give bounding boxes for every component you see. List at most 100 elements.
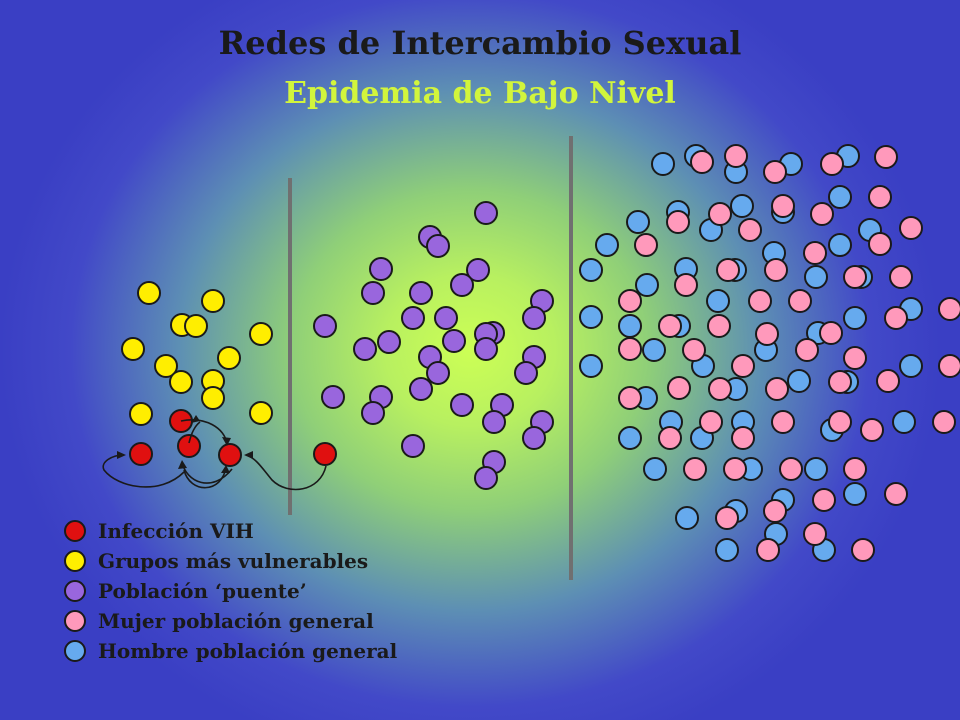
woman-dot [763,160,787,184]
bridge-population-dot [361,401,385,425]
bridge-population-dot [369,257,393,281]
woman-dot [763,499,787,523]
slide-title: Redes de Intercambio Sexual [218,24,742,62]
legend: Infección VIH Grupos más vulnerables Pob… [64,516,397,666]
woman-dot [756,538,780,562]
legend-label: Infección VIH [98,519,254,543]
woman-dot [820,152,844,176]
bridge-population-dot [426,361,450,385]
vulnerable-group-dot [169,370,193,394]
bridge-population-dot [401,434,425,458]
man-dot [730,194,754,218]
legend-label: Hombre población general [98,639,398,663]
slide-subtitle: Epidemia de Bajo Nivel [284,76,676,111]
man-dot [642,338,666,362]
man-dot [804,457,828,481]
legend-item-infection: Infección VIH [64,516,397,546]
woman-dot [723,457,747,481]
man-dot [675,506,699,530]
legend-item-bridge: Población ‘puente’ [64,576,397,606]
woman-dot [765,377,789,401]
bridge-population-dot [474,337,498,361]
woman-dot [938,297,960,321]
woman-dot [667,376,691,400]
bridge-population-dot [321,385,345,409]
arrow-head [222,437,231,446]
woman-dot [707,314,731,338]
vulnerable-group-dot [201,386,225,410]
woman-dot [724,144,748,168]
woman-dot [683,457,707,481]
man-dot [892,410,916,434]
woman-dot [690,150,714,174]
bridge-population-dot [434,306,458,330]
woman-dot [738,218,762,242]
bridge-population-dot [450,393,474,417]
man-dot [618,426,642,450]
arrow-curve [188,421,201,444]
woman-dot [868,232,892,256]
man-dot [843,482,867,506]
man-dot [804,265,828,289]
vulnerable-group-dot [137,281,161,305]
woman-dot [634,233,658,257]
woman-dot [828,410,852,434]
woman-dot [755,322,779,346]
woman-dot [843,265,867,289]
bridge-population-dot [361,281,385,305]
woman-dot [716,258,740,282]
hiv-infection-dot [177,434,201,458]
pink-dot-icon [64,610,86,632]
man-dot [899,354,923,378]
vulnerable-group-dot [184,314,208,338]
woman-dot [666,210,690,234]
bridge-population-dot [377,330,401,354]
legend-item-women: Mujer población general [64,606,397,636]
man-dot [828,233,852,257]
arrow-curve [183,466,227,489]
woman-dot [884,306,908,330]
vulnerable-group-dot [217,346,241,370]
bridge-population-dot [401,306,425,330]
arrow-head [117,451,126,459]
man-dot [579,305,603,329]
man-dot [579,354,603,378]
woman-dot [812,488,836,512]
bridge-population-dot [474,466,498,490]
hiv-infection-dot [313,442,337,466]
woman-dot [932,410,956,434]
woman-dot [771,194,795,218]
woman-dot [764,258,788,282]
woman-dot [828,370,852,394]
woman-dot [788,289,812,313]
man-dot [595,233,619,257]
woman-dot [674,273,698,297]
woman-dot [795,338,819,362]
bridge-population-dot [522,306,546,330]
woman-dot [771,410,795,434]
vulnerable-group-dot [121,337,145,361]
woman-dot [860,418,884,442]
man-dot [635,273,659,297]
arrow-head [178,460,187,469]
woman-dot [843,457,867,481]
bridge-population-dot [522,426,546,450]
hiv-infection-dot [129,442,153,466]
bridge-population-dot [482,410,506,434]
legend-item-men: Hombre población general [64,636,397,666]
woman-dot [658,314,682,338]
arrow-head [191,415,200,423]
man-dot [643,457,667,481]
woman-dot [618,289,642,313]
woman-dot [803,522,827,546]
red-dot-icon [64,520,86,542]
man-dot [787,369,811,393]
man-dot [618,314,642,338]
arrow-head [244,451,253,459]
woman-dot [851,538,875,562]
woman-dot [731,354,755,378]
vulnerable-group-dot [129,402,153,426]
woman-dot [618,337,642,361]
vulnerable-group-dot [249,322,273,346]
